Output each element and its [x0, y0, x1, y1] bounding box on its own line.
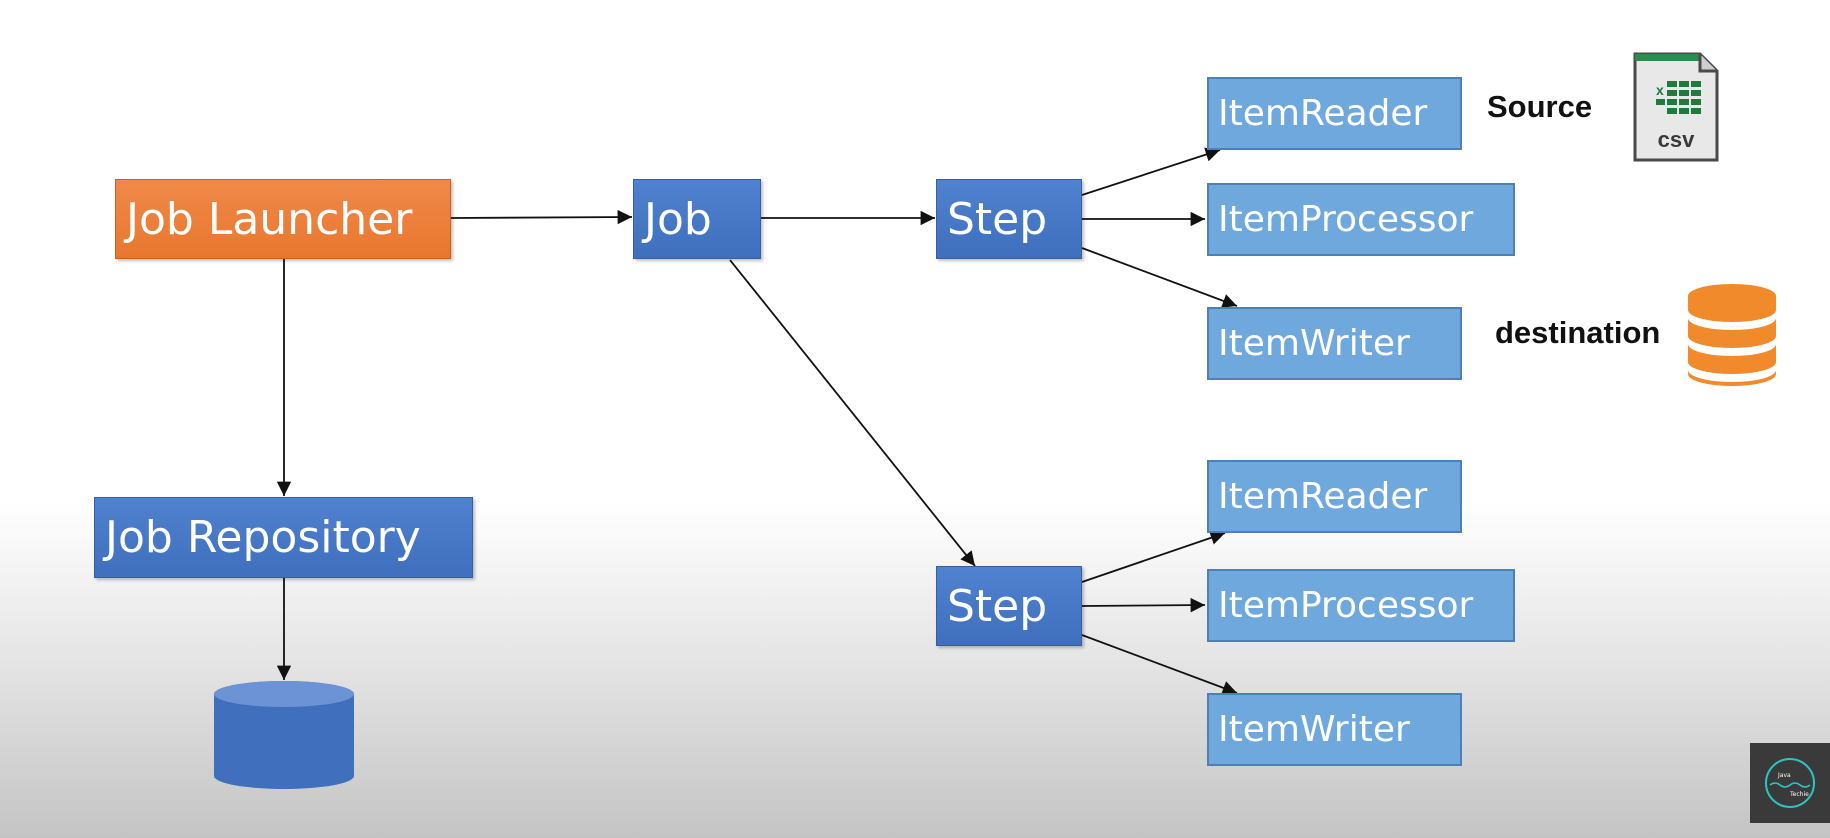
arrow-step-2-to-processor — [1081, 597, 1206, 613]
job-box: Job — [633, 179, 761, 259]
arrow-step-1-to-reader — [1081, 147, 1221, 196]
step-2-item-processor-box: ItemProcessor — [1207, 569, 1515, 642]
arrow-step-2-to-reader — [1081, 530, 1226, 583]
channel-logo-text-top: Java — [1777, 772, 1791, 779]
job-launcher-box: Job Launcher — [115, 179, 451, 259]
channel-logo-icon: Java Techie — [1765, 758, 1815, 808]
step-2-item-reader-box: ItemReader — [1207, 460, 1462, 533]
arrow-step-1-to-writer — [1081, 247, 1238, 308]
arrow-launcher-to-job — [450, 209, 633, 225]
step-1-item-writer-box: ItemWriter — [1207, 307, 1462, 380]
arrow-step-2-to-writer — [1081, 634, 1238, 695]
step-1-item-reader-label: ItemReader — [1218, 93, 1428, 134]
step-2-item-writer-box: ItemWriter — [1207, 693, 1462, 766]
source-label: Source — [1487, 89, 1593, 124]
step-2-item-reader-label: ItemReader — [1218, 476, 1428, 517]
csv-file-icon: x csv — [1633, 52, 1719, 162]
job-repository-database-icon — [214, 681, 354, 789]
step-2-label: Step — [947, 580, 1048, 632]
step-1-item-processor-box: ItemProcessor — [1207, 183, 1515, 256]
step-2-item-processor-label: ItemProcessor — [1218, 585, 1474, 626]
step-2-item-writer-label: ItemWriter — [1218, 709, 1410, 750]
step-1-item-reader-box: ItemReader — [1207, 77, 1462, 150]
step-1-item-processor-label: ItemProcessor — [1218, 199, 1474, 240]
step-1-box: Step — [936, 179, 1082, 259]
channel-badge: Java Techie — [1750, 743, 1830, 823]
csv-sheet-mark: x — [1656, 82, 1664, 98]
job-label: Job — [644, 193, 712, 245]
job-repository-box: Job Repository — [94, 497, 473, 578]
job-repository-label: Job Repository — [105, 512, 421, 563]
step-1-item-writer-label: ItemWriter — [1218, 323, 1410, 364]
job-launcher-label: Job Launcher — [126, 193, 413, 245]
channel-logo-text-bottom: Techie — [1789, 791, 1809, 798]
destination-database-icon — [1688, 284, 1776, 386]
csv-label: csv — [1658, 127, 1695, 152]
destination-label: destination — [1495, 315, 1661, 350]
step-1-label: Step — [947, 193, 1048, 245]
step-2-box: Step — [936, 566, 1082, 646]
arrow-job-to-step-2 — [729, 259, 976, 567]
